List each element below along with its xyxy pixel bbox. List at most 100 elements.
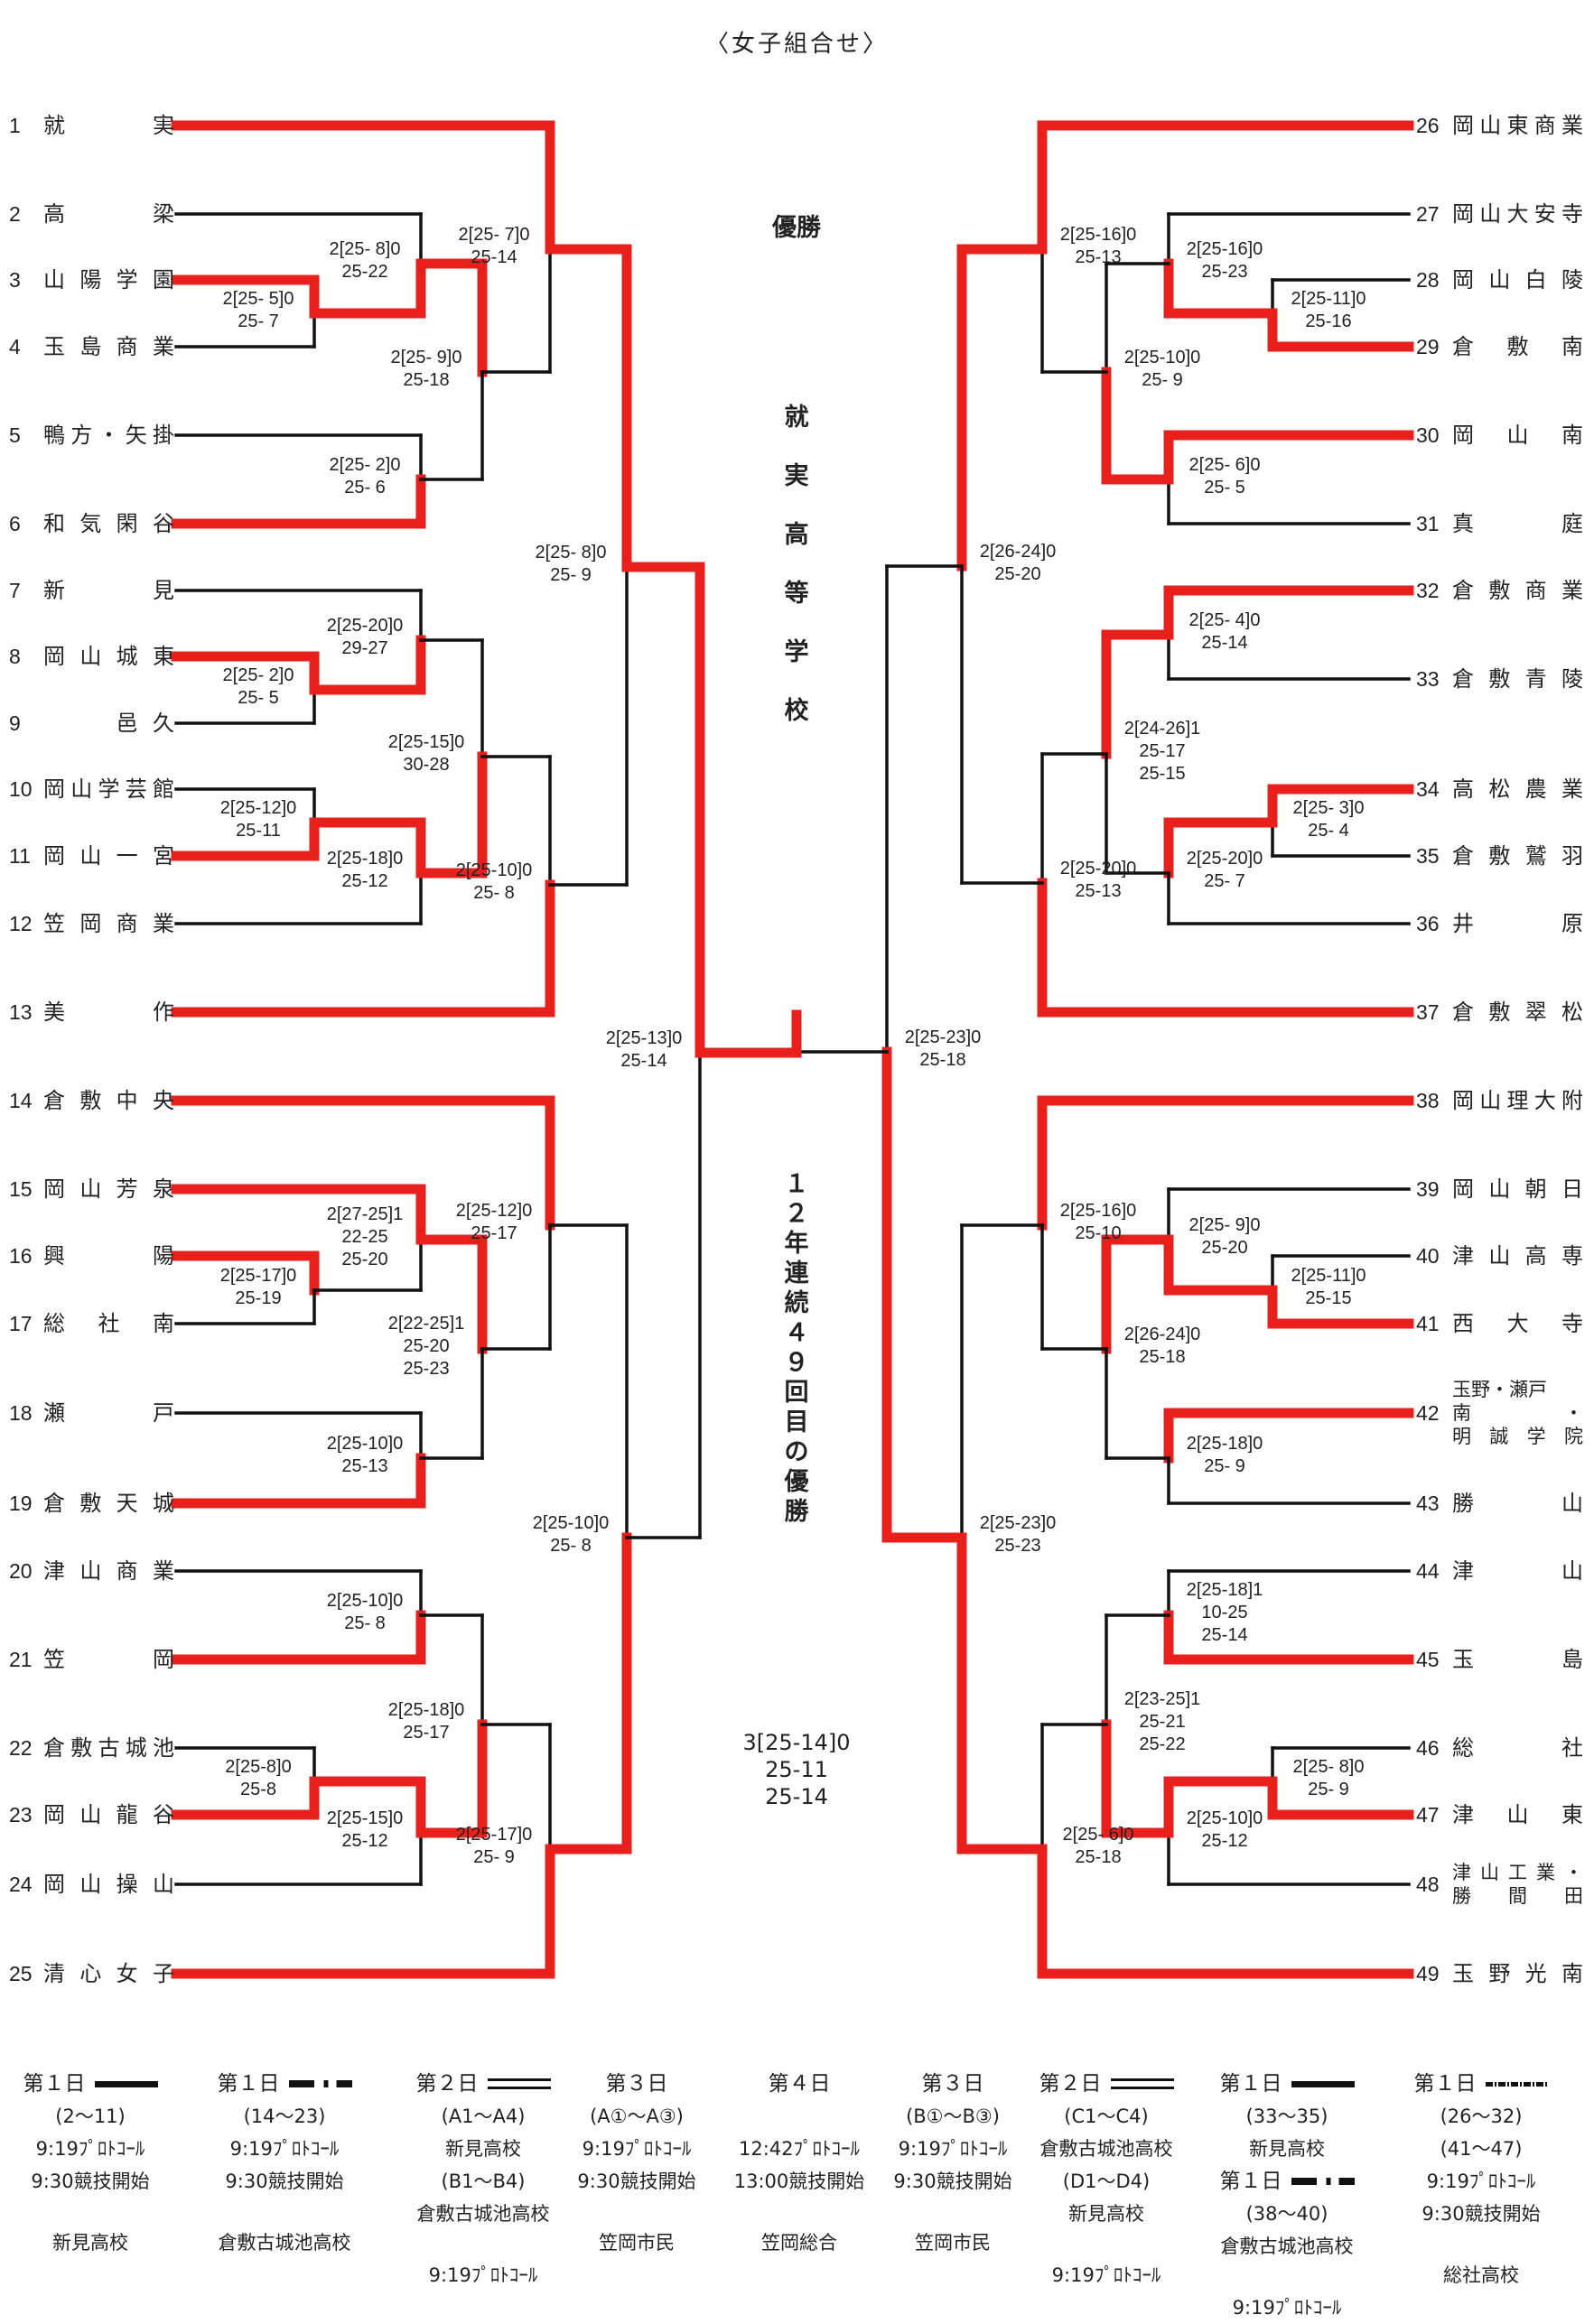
- legend-text: 9:19ﾌﾟﾛﾄｺｰﾙ: [1426, 2171, 1536, 2192]
- team-number: 25: [9, 1962, 33, 1985]
- team-name: 玉野光南: [1452, 1961, 1583, 1986]
- legend-day: 第４日: [768, 2072, 831, 2096]
- match-score: 2[25- 7]0 25-14: [458, 225, 530, 267]
- team-name: 岡山龍谷: [43, 1802, 174, 1827]
- team-name: 倉 敷 南: [1452, 334, 1583, 359]
- legend-day: 第１日: [1192, 2068, 1382, 2100]
- legend-text: 倉敷古城池高校: [1039, 2138, 1173, 2160]
- team-name: 岡山操山: [43, 1872, 174, 1897]
- team-number: 41: [1416, 1312, 1440, 1335]
- streak-char: の: [784, 1438, 809, 1466]
- bracket-title: 〈女子組合せ〉: [704, 31, 889, 58]
- legend-text: (B①～B③): [906, 2106, 1000, 2127]
- legend-venue: 9:19ﾌﾟﾛﾄｺｰﾙ: [1232, 2297, 1342, 2319]
- team-name: 倉敷鷲羽: [1452, 843, 1583, 869]
- team-name: 総 社: [1452, 1735, 1583, 1761]
- legend-text: 倉敷古城池高校: [1220, 2236, 1354, 2257]
- legend-text: (26～32): [1440, 2106, 1523, 2127]
- legend-text: (A1～A4): [441, 2106, 526, 2127]
- team-name: 美 作: [43, 999, 174, 1025]
- match-score: 2[25- 8]0 25- 9: [535, 543, 607, 585]
- match-score: 2[25-11]0 25-15: [1291, 1266, 1366, 1308]
- team-number: 23: [9, 1803, 33, 1827]
- match-score: 2[26-24]0 25-20: [979, 542, 1057, 584]
- champion-name-char: 学: [784, 638, 809, 666]
- match-score: 2[25-16]0 25-10: [1059, 1201, 1137, 1243]
- team-number: 37: [1416, 1000, 1440, 1024]
- team-number: 21: [9, 1648, 33, 1671]
- team-number: 8: [9, 645, 21, 668]
- team-name: 就 実: [43, 113, 174, 138]
- team-name: 倉敷青陵: [1452, 666, 1583, 692]
- team-name: 西 大 寺: [1452, 1311, 1583, 1336]
- team-name: 津山商業: [43, 1558, 174, 1584]
- team-name: 興 陽: [43, 1243, 174, 1269]
- match-score: 2[25-20]0 29-27: [326, 616, 404, 658]
- champion-name-char: 校: [784, 697, 809, 725]
- team-name: 邑久: [43, 711, 174, 736]
- team-name: 岡山一宮: [43, 843, 174, 869]
- streak-char: 優: [784, 1468, 809, 1496]
- team-number: 35: [1416, 844, 1440, 868]
- legend-day: 第３日: [921, 2072, 984, 2096]
- team-name: 総 社 南: [43, 1311, 174, 1336]
- line-style-dashdot-icon: [1291, 2178, 1355, 2185]
- match-score: 2[25- 8]0 25-22: [329, 239, 401, 282]
- streak-char: 続: [784, 1289, 809, 1317]
- legend-venue: 9:19ﾌﾟﾛﾄｺｰﾙ: [1051, 2264, 1161, 2286]
- legend-text: 9:30競技開始: [225, 2171, 344, 2192]
- team-entry: 27 岡山大安寺: [1416, 196, 1583, 232]
- team-number: 44: [1416, 1559, 1440, 1583]
- legend-day: 第１日: [1386, 2068, 1576, 2100]
- match-score: 2[25- 6]0 25-18: [1062, 1825, 1134, 1867]
- team-name: 岡山大安寺: [1452, 201, 1583, 227]
- legend-text: (C1～C4): [1064, 2106, 1149, 2127]
- team-name: 岡山朝日: [1452, 1176, 1583, 1202]
- team-entry: 9 邑久: [9, 705, 174, 741]
- team-name: 山陽学園: [43, 267, 174, 293]
- match-score: 2[25-10]0 25- 8: [326, 1591, 404, 1633]
- team-number: 27: [1416, 202, 1440, 226]
- legend-text: (A①～A③): [590, 2106, 684, 2127]
- team-name: 津山高専: [1452, 1243, 1583, 1269]
- legend-day: 第３日: [605, 2072, 668, 2096]
- team-name: 玉 島: [1452, 1647, 1583, 1672]
- team-number: 7: [9, 579, 21, 602]
- legend-text: (41～47): [1440, 2138, 1523, 2160]
- team-name: 倉敷商業: [1452, 578, 1583, 603]
- team-number: 33: [1416, 667, 1440, 691]
- legend-text: 9:19ﾌﾟﾛﾄｺｰﾙ: [898, 2138, 1008, 2160]
- team-number: 47: [1416, 1803, 1440, 1827]
- legend-text: 倉敷古城池高校: [416, 2203, 550, 2225]
- match-score: 2[25-10]0 25-13: [326, 1434, 404, 1476]
- team-name: 井 原: [1452, 911, 1583, 936]
- team-entry: 41 西 大 寺: [1416, 1306, 1583, 1342]
- match-score: 2[25-18]0 25-12: [326, 849, 404, 891]
- legend-text: (B1～B4): [441, 2171, 526, 2192]
- match-score: 2[25- 9]0 25-18: [390, 348, 462, 390]
- team-name: 玉島商業: [43, 334, 174, 359]
- line-style-solid-icon: [1291, 2080, 1355, 2087]
